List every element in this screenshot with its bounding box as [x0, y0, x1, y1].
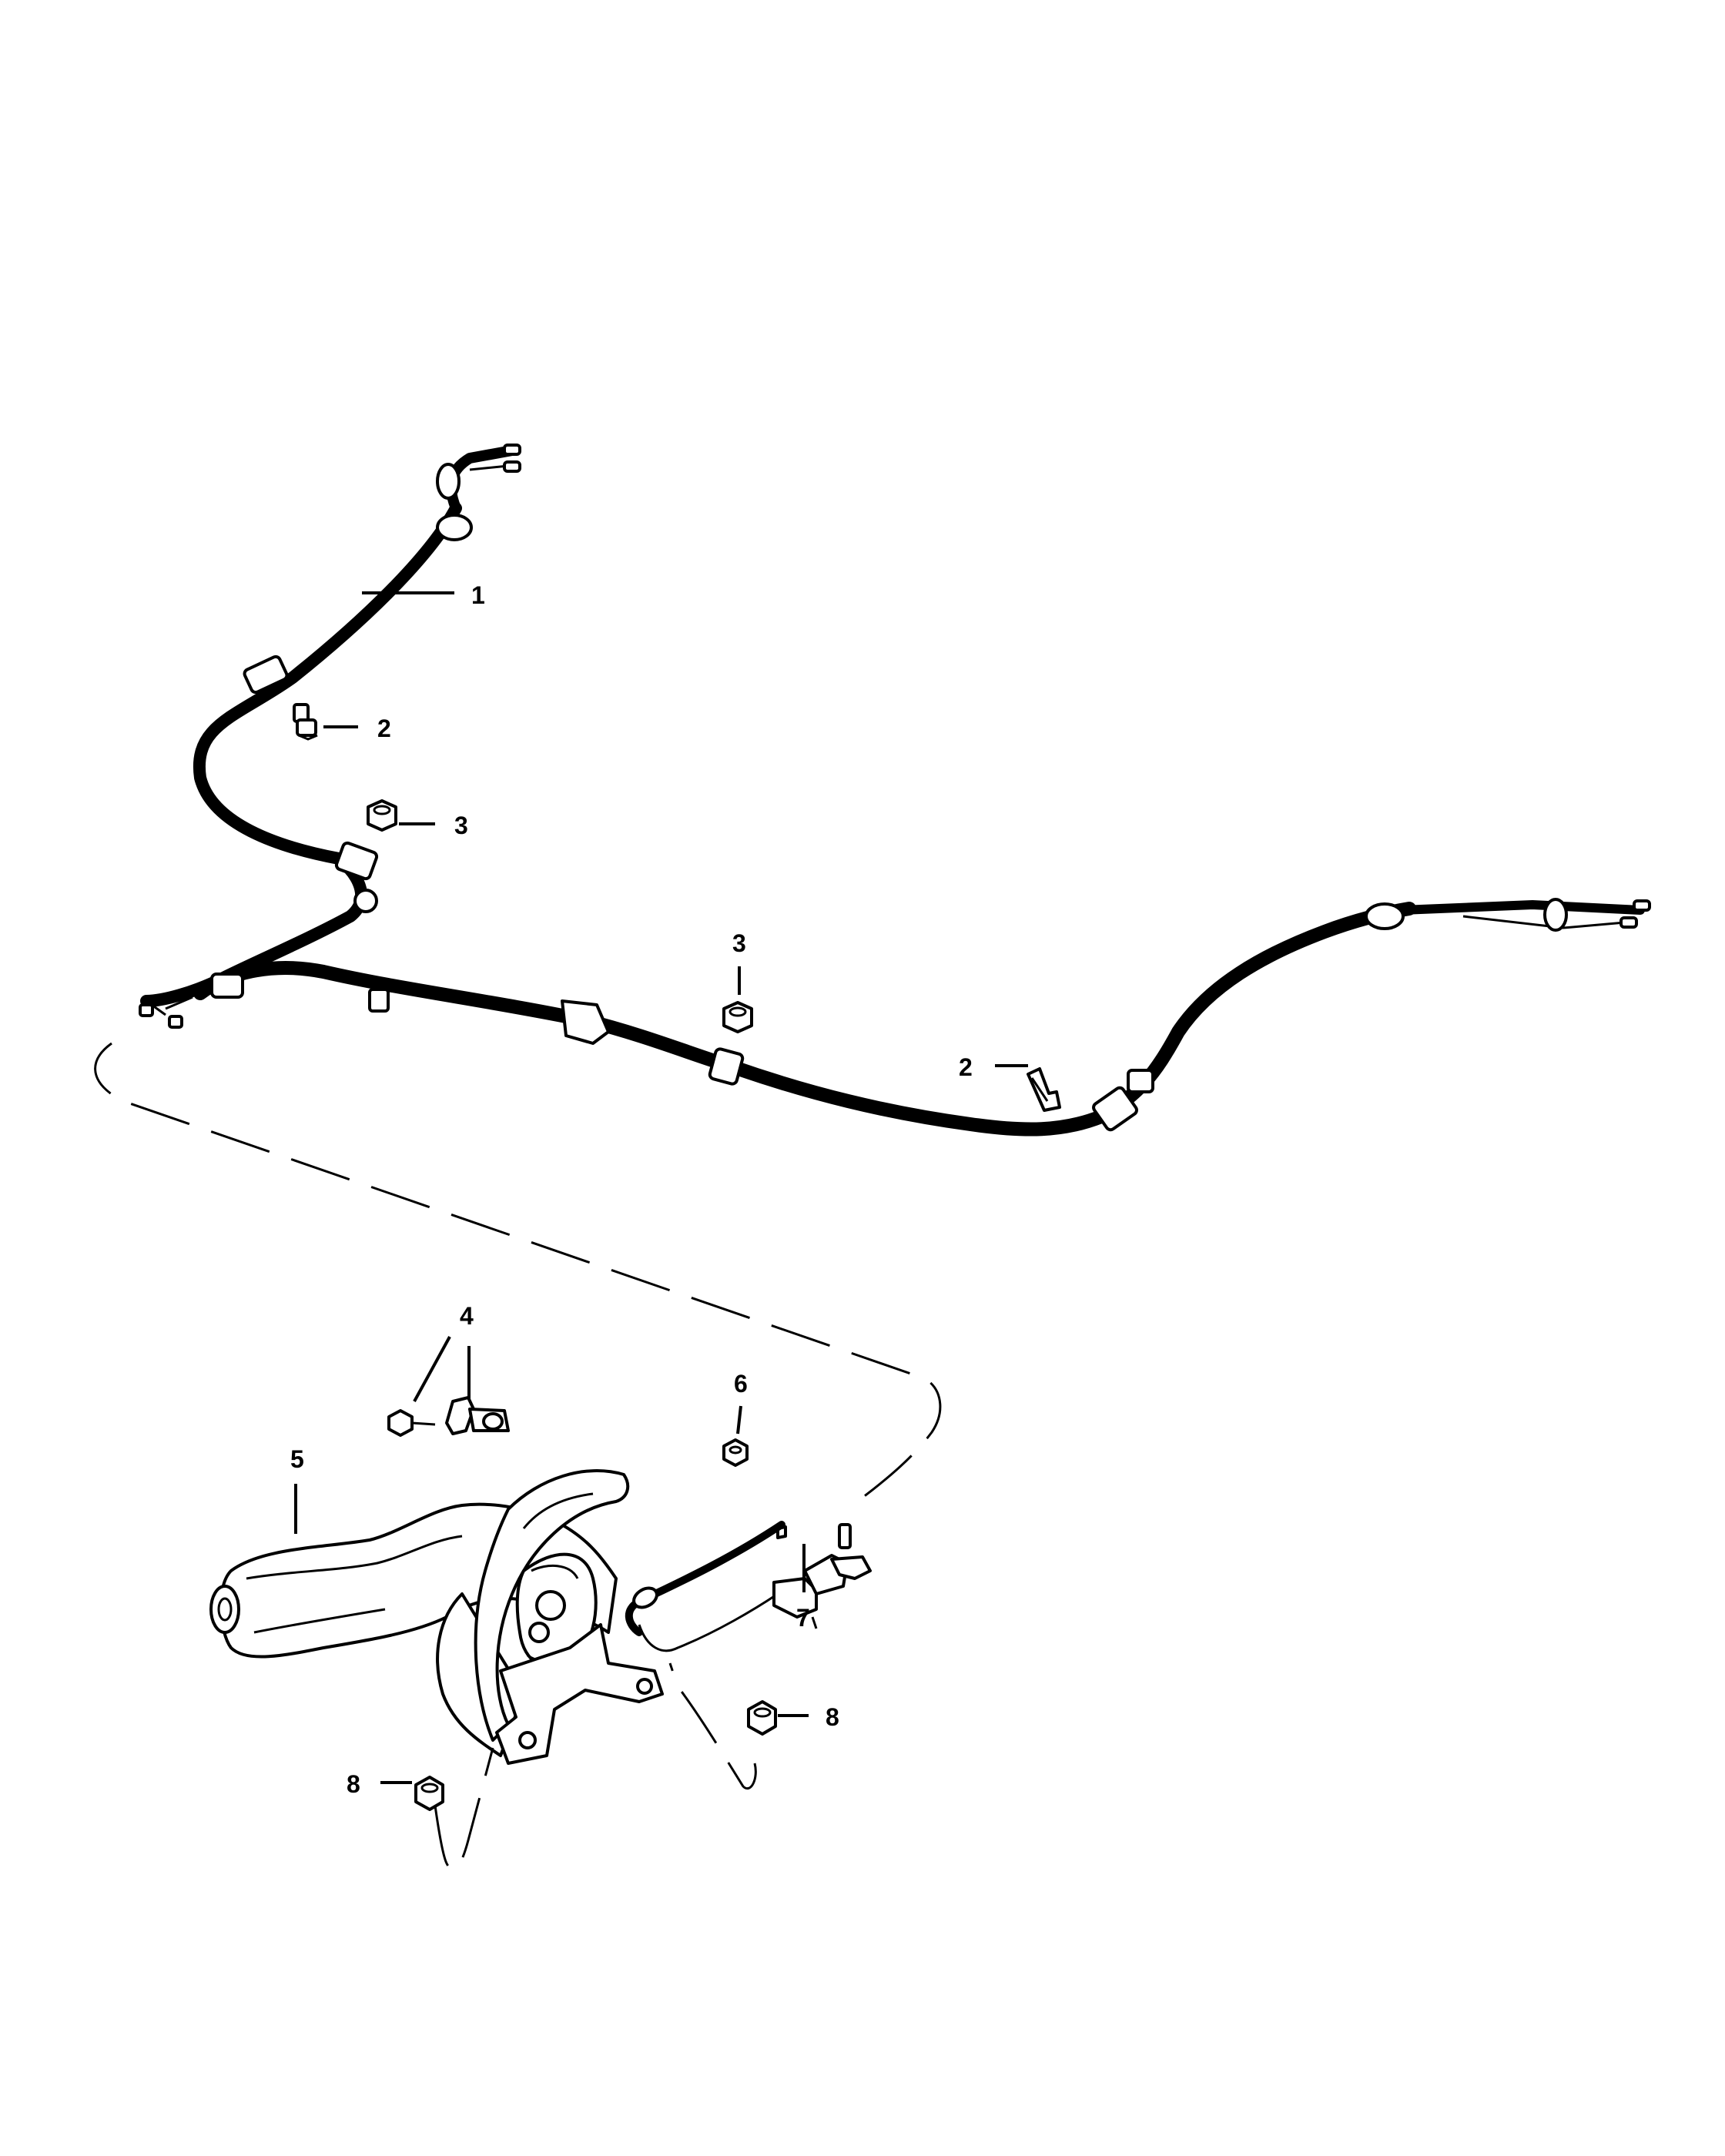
callout-numbers: 1 2 3 3 2 4 5 6 7 8 8 [290, 581, 973, 1798]
callout-6: 6 [734, 1370, 748, 1398]
hex-nut-lever[interactable] [722, 1438, 749, 1467]
callout-7: 7 [796, 1604, 810, 1632]
callout-8-left: 8 [347, 1770, 360, 1798]
hex-nut-upper[interactable] [367, 799, 397, 832]
callout-1: 1 [471, 581, 485, 609]
parking-brake-switch[interactable] [625, 1521, 872, 1652]
hex-nut-left-lower[interactable] [414, 1776, 444, 1811]
hex-nut-right-lower[interactable] [747, 1700, 777, 1736]
callout-3-center: 3 [732, 929, 746, 957]
parking-brake-lever[interactable] [209, 1469, 664, 1765]
cable-clip-screw-right[interactable] [1027, 1067, 1061, 1112]
callout-3-upper: 3 [454, 812, 468, 839]
callout-5: 5 [290, 1445, 304, 1473]
bolt-and-clip[interactable] [387, 1396, 510, 1437]
hex-nut-center[interactable] [722, 1001, 753, 1033]
assembly-relation-lines [94, 1042, 942, 1871]
parking-brake-cable-assembly[interactable] [139, 444, 1651, 1137]
callout-2-upper: 2 [377, 715, 391, 742]
leader-lines [294, 591, 1028, 1784]
cable-clip-screw-upper[interactable] [293, 703, 318, 741]
callout-4: 4 [460, 1302, 474, 1330]
callout-2-right: 2 [959, 1053, 973, 1081]
callout-8-right: 8 [826, 1703, 839, 1731]
